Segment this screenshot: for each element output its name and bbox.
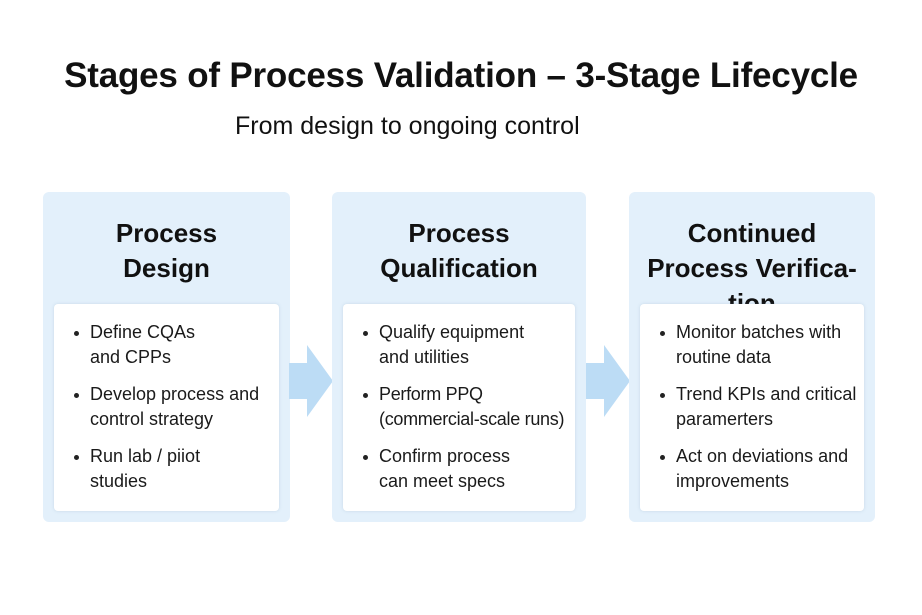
stage-bullet: Confirm process can meet specs [363,444,539,494]
stage-heading-line: Process [115,218,218,248]
flow-arrow-icon [586,345,630,417]
stage-heading-line: Continued [687,218,817,248]
stage-heading-line: Process Verifica- [647,253,857,283]
stage-bullet: Qualify equipment and utilities [363,320,551,370]
diagram-title: Stages of Process Validation – 3-Stage L… [64,56,858,95]
stage-heading: Continued Process Verifica- tion [629,216,875,321]
stage-card: Qualify equipment and utilities Perform … [343,304,575,511]
stage-heading: Process Qualification [332,216,586,286]
stage-bullet: Perform PPQ (commercial-scale runs) [363,382,579,432]
stage-heading: Process Design [43,216,290,286]
stage-bullet: Trend KPIs and critical paramerters [660,382,858,432]
stage-bullet: Run lab / piiot studies [74,444,230,494]
stage-bullet: Monitor batches with routine data [660,320,846,370]
stage-card: Monitor batches with routine data Trend … [640,304,864,511]
diagram-subtitle: From design to ongoing control [235,112,580,140]
stage-panel-process-design: Process Design Define CQAs and CPPs Deve… [43,192,290,522]
stage-panel-continued-process-verification: Continued Process Verifica- tion Monitor… [629,192,875,522]
stage-bullet-list: Monitor batches with routine data Trend … [640,304,864,494]
stage-heading-line: Design [123,253,210,283]
stage-bullet: Act on deviations and improvements [660,444,858,494]
stage-heading-line: Process [408,218,510,248]
stage-bullet: Define CQAs and CPPs [74,320,230,370]
flow-arrow-icon [289,345,333,417]
stage-bullet-list: Define CQAs and CPPs Develop process and… [54,304,279,494]
stage-bullet: Develop process and control strategy [74,382,272,432]
stage-bullet-list: Qualify equipment and utilities Perform … [343,304,575,494]
stage-heading-line: Qualification [380,253,538,283]
stage-panel-process-qualification: Process Qualification Qualify equipment … [332,192,586,522]
stage-card: Define CQAs and CPPs Develop process and… [54,304,279,511]
